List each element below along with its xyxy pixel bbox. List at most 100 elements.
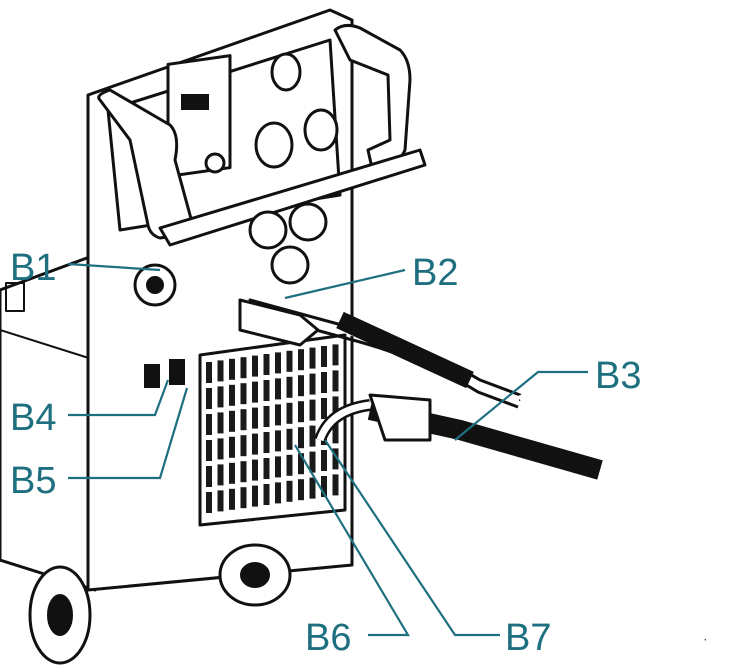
panel-knob-1 [270,52,302,92]
grille-slot [275,456,281,478]
grille-slot [286,428,293,450]
grille-slot [263,406,270,427]
grille-slot [229,358,235,380]
grille-slot [286,454,293,476]
grille-slot [252,485,258,507]
hose-grip-b2 [336,311,474,389]
gas-connector-b5 [169,359,185,385]
callout-b4: B4 [10,397,56,439]
grille-slot [229,436,235,458]
grille-slot [321,450,327,471]
control-knob [204,152,226,174]
grille-slot [252,433,258,455]
grille-slot [252,355,258,377]
callout-b7: B7 [505,617,551,659]
grille-slot [309,451,316,473]
grille-slot [240,435,247,457]
grille-slot [206,362,212,383]
handle-crossbar [158,148,427,247]
torch-hose-assembly [238,298,708,652]
grille-slot [240,383,247,405]
grille-slot [217,386,224,408]
grille-slot [298,453,304,475]
grille-slot [332,396,339,418]
grille-slot [217,360,224,382]
leader-b3 [454,370,588,441]
grille-slot [263,354,270,375]
grille-slot [240,409,247,431]
grille-slot [217,464,224,486]
grille-slot [298,401,304,423]
grille-slot [263,458,270,479]
grille-slot [298,349,304,371]
grille-slot [206,492,212,513]
grille-slot [263,484,270,505]
callout-labels: B1 B2 B3 B4 B5 B6 B7 [10,247,641,659]
grille-slot [309,399,316,421]
grille-slot [309,347,316,369]
grille-slot [252,407,258,429]
torch-head [368,393,432,442]
grille-slot [275,430,281,452]
leader-b5 [68,387,189,480]
callout-b5: B5 [10,460,56,502]
wheels [28,543,292,665]
grille-slot [286,402,293,424]
grille-slot [298,375,304,397]
panel-knob-2 [254,121,294,169]
grille-slot [229,384,235,406]
grille-slot [332,344,339,366]
grille-slot [252,459,258,481]
front-sockets [133,202,328,388]
grille-slot [240,487,247,509]
grille-slot [332,448,339,470]
grille-slot [298,427,304,449]
socket-middle [270,245,310,285]
callout-b1: B1 [10,247,56,289]
grille-slot [263,432,270,453]
grille-slot [263,380,270,401]
grille-slot [286,350,293,372]
side-label-plate [5,282,25,312]
grille-slot [332,422,339,444]
grille-slot [309,425,316,447]
grille-slot [252,381,258,403]
grille-slot [206,414,212,435]
ventilation-grille [198,333,347,527]
grille-slot [229,462,235,484]
grille-slot [206,440,212,461]
grille-slot [240,461,247,483]
grille-slot [275,352,281,374]
grille-slot [206,466,212,487]
grille-slot [217,412,224,434]
grille-slot [206,388,212,409]
grille-slot [321,372,327,393]
handles [97,23,427,247]
connector-b2 [238,298,320,347]
grille-slot [240,357,247,379]
grille-slot [309,477,316,499]
callout-b6: B6 [305,617,351,659]
gas-connector-b4 [144,364,160,388]
panel-knob-3 [303,108,339,152]
leader-b2 [284,268,406,300]
grille-slot [332,474,339,496]
grille-slot [321,476,327,497]
display-screen [181,94,209,110]
grille-slot [309,373,316,395]
leader-lines [67,262,588,637]
callout-b2: B2 [412,252,458,294]
grille-slot [321,346,327,367]
grille-slot [217,438,224,460]
grille-slot [298,479,304,501]
grille-slot [286,376,293,398]
leader-b6 [294,444,410,637]
display-module [166,54,232,178]
grille-slot [275,378,281,400]
left-handle [97,88,193,240]
grille-slot [321,398,327,419]
grille-slot [229,488,235,510]
callout-b3: B3 [595,355,641,397]
socket-top-right [288,202,328,242]
